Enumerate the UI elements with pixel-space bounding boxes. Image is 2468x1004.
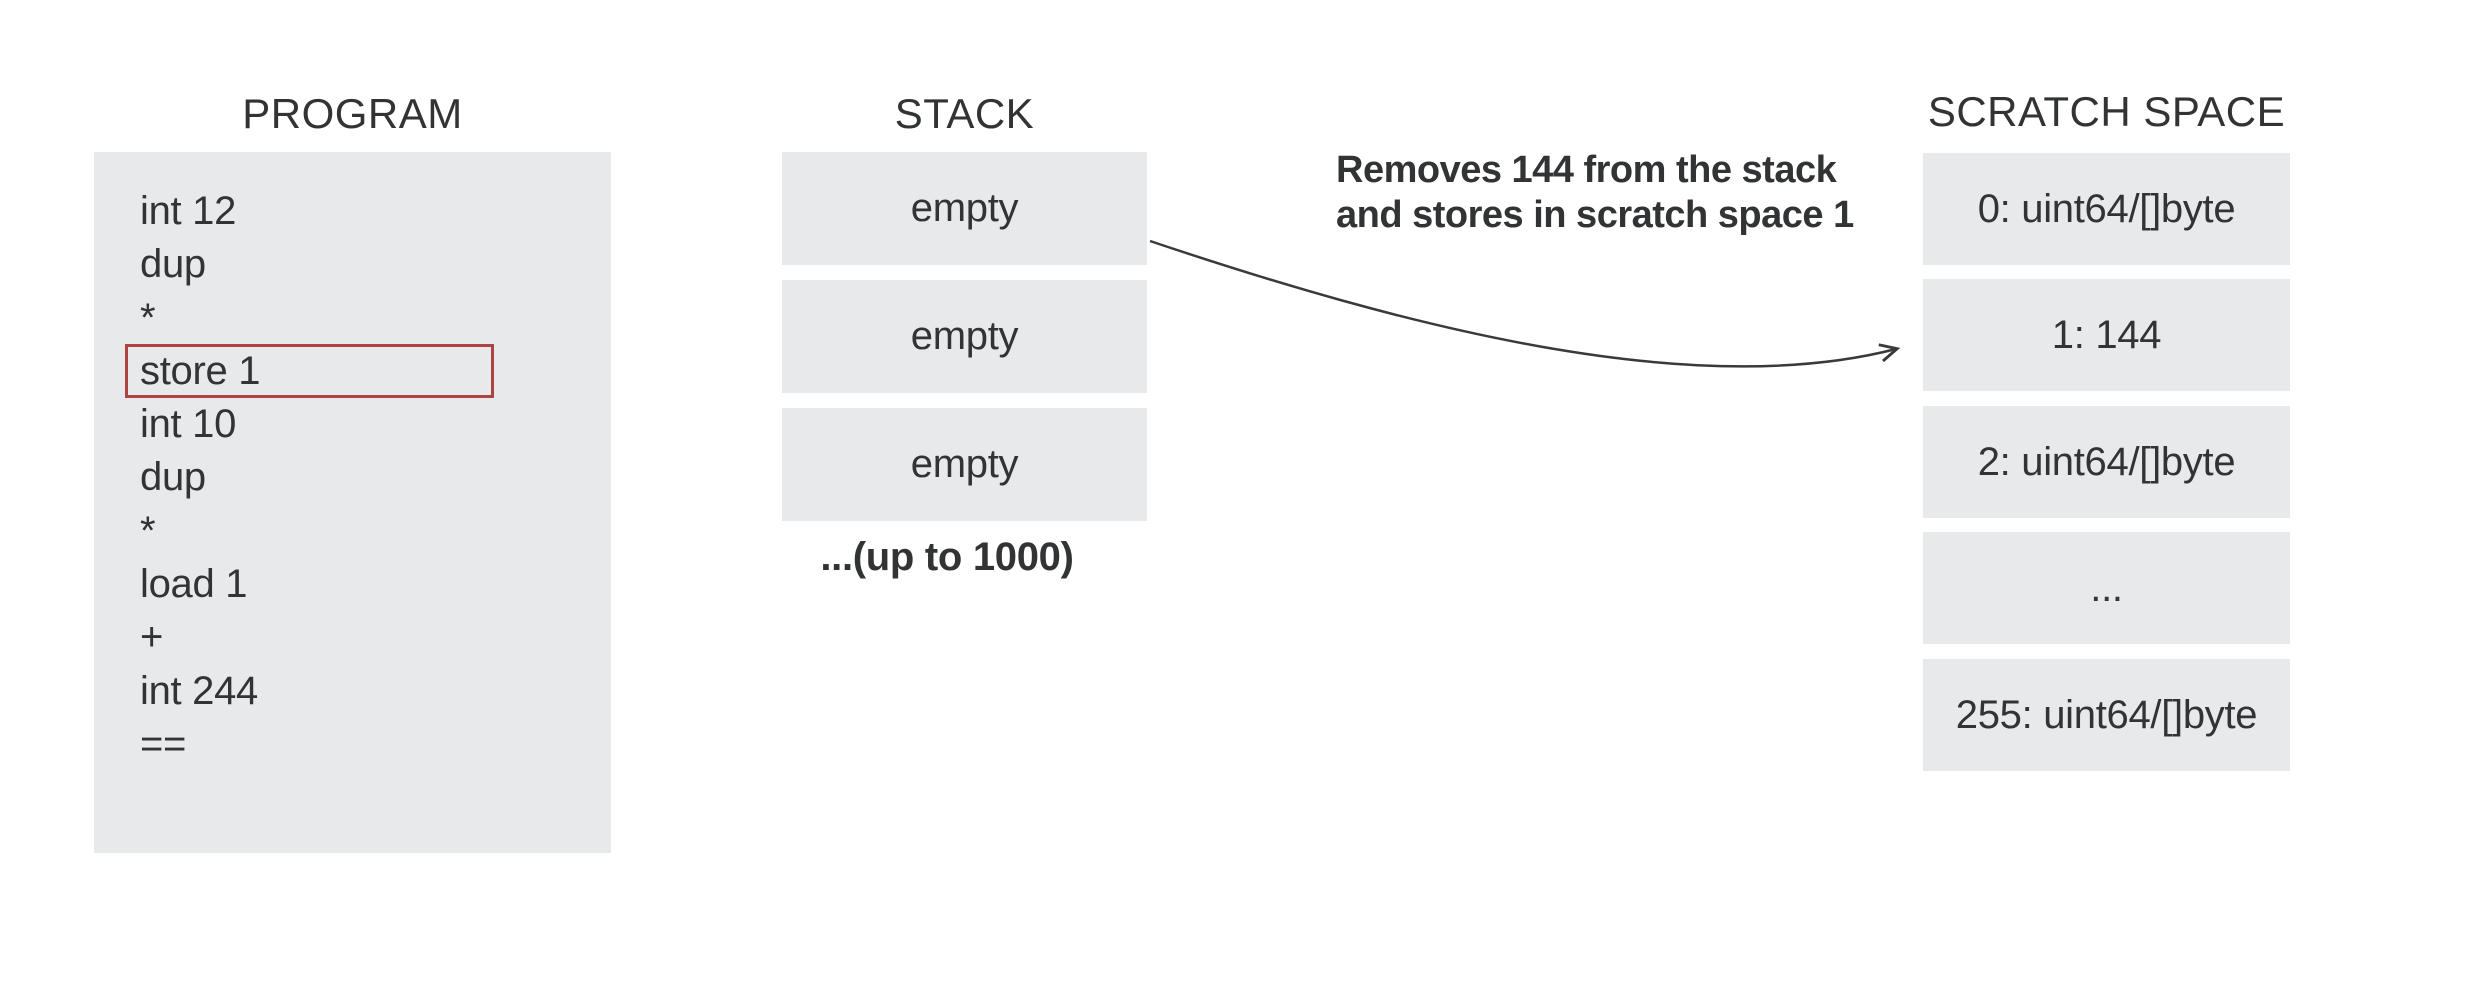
program-line: + xyxy=(140,615,164,660)
program-line: == xyxy=(140,721,187,766)
stack-slot-label: empty xyxy=(910,442,1019,486)
stack-capacity-note: ...(up to 1000) xyxy=(820,535,1074,579)
scratch-slot-label: ... xyxy=(2090,565,2123,610)
scratch-slot: ... xyxy=(1923,532,2290,644)
program-code-lines: int 12 dup * store 1 int 10 dup * load 1 + int 24… xyxy=(140,185,260,771)
program-line: dup xyxy=(140,242,206,287)
scratch-slot: 1: 144 xyxy=(1923,279,2290,391)
program-line-highlighted: store 1 xyxy=(140,348,261,393)
scratch-slot-label: 1: 144 xyxy=(2051,312,2162,357)
program-title: PROGRAM xyxy=(242,90,463,137)
scratch-slot: 0: uint64/[]byte xyxy=(1923,153,2290,265)
program-line: dup xyxy=(140,455,206,500)
scratch-slot-label: 255: uint64/[]byte xyxy=(1955,692,2258,737)
stack-slot: empty xyxy=(782,408,1147,521)
annotation-line: Removes 144 from the stack xyxy=(1336,149,1837,191)
stack-slot: empty xyxy=(782,152,1147,265)
program-box xyxy=(94,152,611,853)
stack-slot: empty xyxy=(782,280,1147,393)
program-line: int 244 xyxy=(140,668,258,713)
program-line: * xyxy=(140,508,156,553)
stack-slot-label: empty xyxy=(910,186,1019,230)
annotation-line: and stores in scratch space 1 xyxy=(1336,194,1854,236)
scratch-slot-label: 0: uint64/[]byte xyxy=(1977,186,2236,231)
stack-title: STACK xyxy=(894,90,1035,137)
program-line: int 10 xyxy=(140,402,237,447)
scratch-slot-label: 2: uint64/[]byte xyxy=(1977,439,2236,484)
program-line: load 1 xyxy=(140,562,248,607)
program-line: * xyxy=(140,295,156,340)
scratch-slot: 255: uint64/[]byte xyxy=(1923,659,2290,771)
scratch-space-title: SCRATCH SPACE xyxy=(1927,88,2286,135)
stack-slot-label: empty xyxy=(910,314,1019,358)
scratch-slot: 2: uint64/[]byte xyxy=(1923,406,2290,518)
program-line: int 12 xyxy=(140,189,237,233)
